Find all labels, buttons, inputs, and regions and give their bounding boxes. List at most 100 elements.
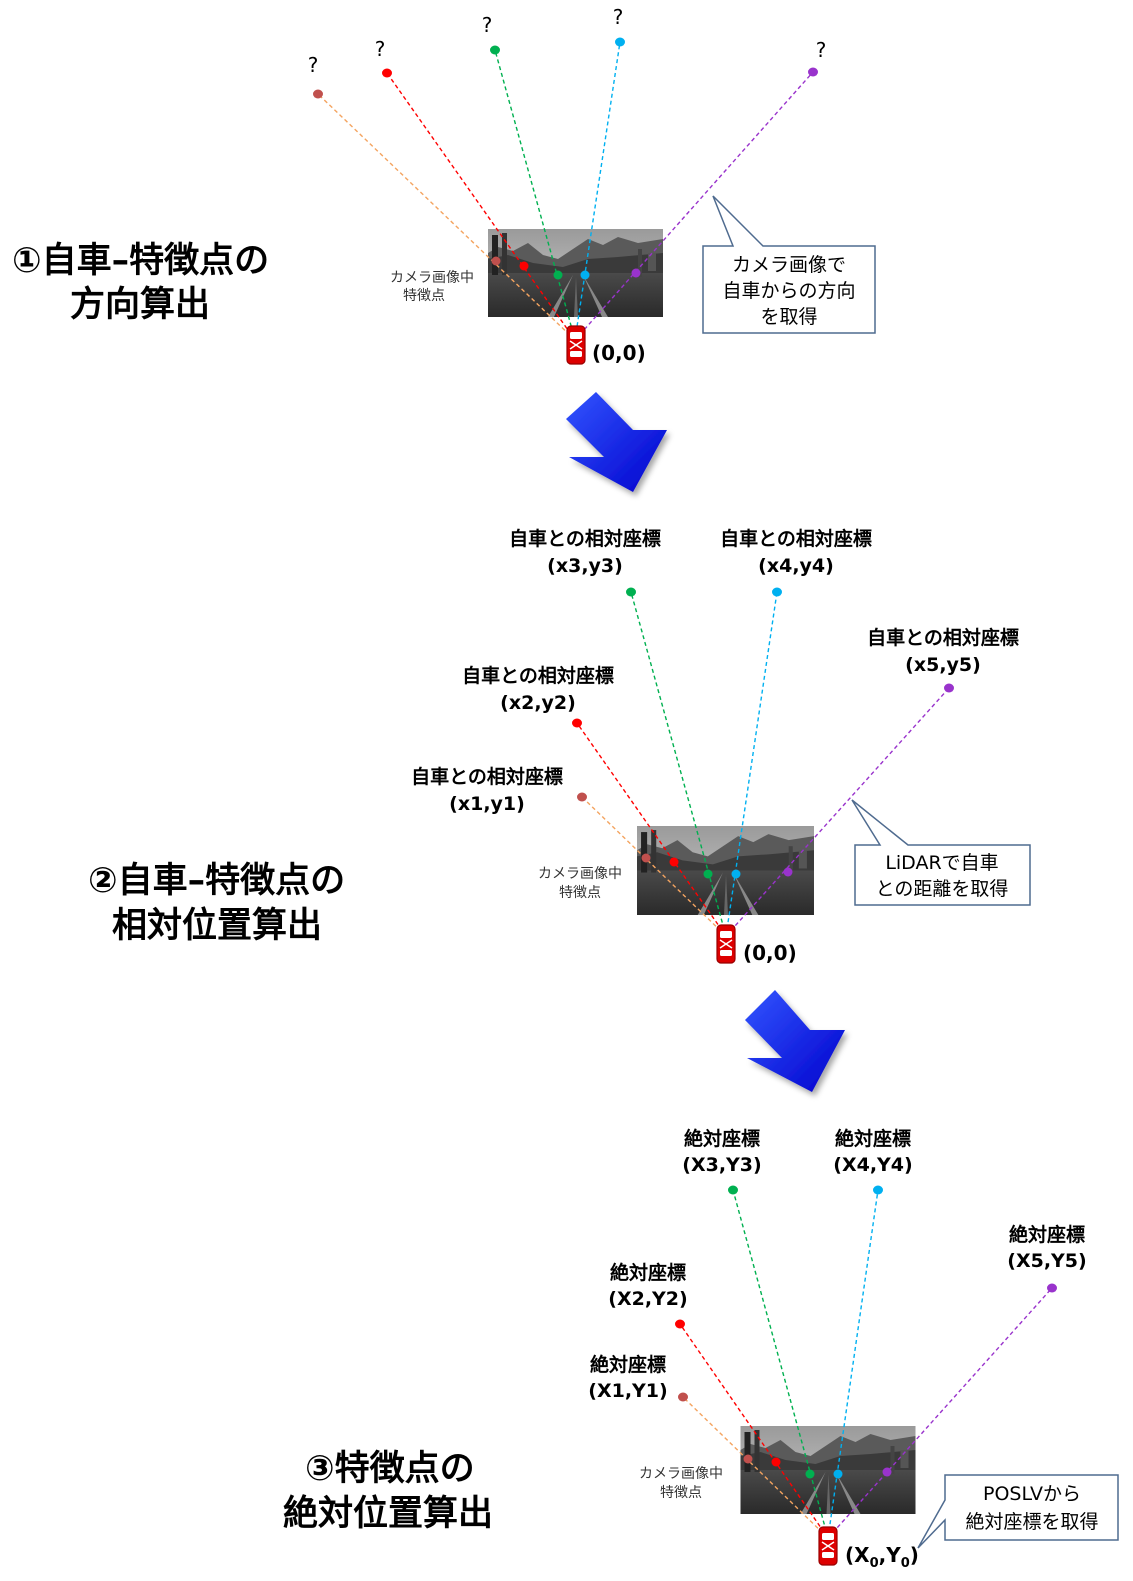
step2-point-5-label-line1: 自車との相対座標 bbox=[867, 626, 1019, 649]
step2-callout-line1: LiDARで自車 bbox=[885, 852, 998, 874]
step3-origin-sub1: 0 bbox=[901, 1556, 910, 1571]
step3-title-line2: 絶対位置算出 bbox=[283, 1493, 493, 1534]
step3-ray-2 bbox=[679, 1323, 829, 1539]
step1-camera-label-line2: 特徴点 bbox=[403, 288, 445, 304]
step1-point-1-label: ? bbox=[308, 53, 319, 77]
step1-ray-3 bbox=[494, 49, 576, 341]
step1-point-2 bbox=[382, 68, 392, 78]
step1-title-line2: 方向算出 bbox=[70, 285, 210, 325]
step3-image-point-2 bbox=[771, 1457, 781, 1467]
step2-callout-line2: との距離を取得 bbox=[876, 878, 1009, 900]
step3-ray-1 bbox=[682, 1396, 829, 1539]
step2-ray-3 bbox=[630, 591, 727, 937]
step3-point-4-label-line1: 絶対座標 bbox=[835, 1127, 911, 1150]
step2-point-4 bbox=[772, 587, 782, 597]
step1-camera-label-line1: カメラ画像中 bbox=[390, 270, 474, 286]
step1-car-icon bbox=[566, 325, 586, 365]
step2-origin-label: (0,0) bbox=[743, 941, 797, 965]
step2-point-3 bbox=[626, 587, 636, 597]
step3-point-3-label-line2: (X3,Y3) bbox=[682, 1154, 761, 1176]
step1-title-line1: ①自車–特徴点の bbox=[12, 241, 269, 281]
step2-point-5 bbox=[944, 683, 954, 693]
step3-origin-label: (X0,Y0) bbox=[845, 1543, 919, 1571]
step3-ray-4 bbox=[827, 1189, 879, 1539]
step1-point-4 bbox=[615, 37, 625, 47]
step3-callout-line2: 絶対座標を取得 bbox=[965, 1511, 1098, 1533]
step1-point-3-label: ? bbox=[482, 13, 493, 37]
step2-ray-4 bbox=[725, 591, 778, 937]
step3-point-2-label-line2: (X2,Y2) bbox=[608, 1288, 687, 1310]
step1-callout-line3: を取得 bbox=[760, 306, 817, 328]
step3-image-point-4 bbox=[833, 1469, 843, 1479]
flow-arrow-2 bbox=[745, 990, 845, 1092]
step1-callout-line1: カメラ画像で bbox=[732, 254, 846, 276]
step2-image-point-3 bbox=[703, 869, 713, 879]
step1-point-5 bbox=[808, 67, 818, 77]
step3-point-1-label-line2: (X1,Y1) bbox=[588, 1380, 667, 1402]
step1-group: ①自車–特徴点の 方向算出 カメラ画像中 特徴点 ? ? ? ? ? (0,0)… bbox=[12, 5, 876, 365]
step1-ray-4 bbox=[574, 41, 621, 341]
step3-point-5-label-line1: 絶対座標 bbox=[1009, 1223, 1085, 1246]
step2-title-line1: ②自車–特徴点の bbox=[88, 861, 345, 901]
step2-image-point-2 bbox=[669, 857, 679, 867]
step3-group: ③特徴点の 絶対位置算出 カメラ画像中 特徴点 絶対座標 (X1,Y1) 絶対座… bbox=[283, 1127, 1119, 1571]
step3-point-5 bbox=[1047, 1283, 1057, 1293]
step2-ray-1 bbox=[581, 796, 727, 937]
step2-ray-2 bbox=[576, 722, 727, 937]
step1-image-point-1 bbox=[491, 256, 501, 266]
step1-point-2-label: ? bbox=[375, 37, 386, 61]
step2-point-2-label-line1: 自車との相対座標 bbox=[462, 664, 614, 687]
step1-point-1 bbox=[313, 89, 323, 99]
step3-origin-sub0: 0 bbox=[870, 1556, 879, 1571]
step3-image-point-1 bbox=[743, 1454, 753, 1464]
step3-origin-part1: (X bbox=[845, 1543, 870, 1567]
step3-callout-line1: POSLVから bbox=[983, 1483, 1081, 1505]
step2-point-2-label-line2: (x2,y2) bbox=[500, 692, 576, 714]
step3-origin-part2: ,Y bbox=[879, 1543, 902, 1567]
step2-camera-label-line1: カメラ画像中 bbox=[538, 866, 622, 882]
step1-image-point-5 bbox=[631, 268, 641, 278]
step2-point-2 bbox=[572, 718, 582, 728]
step1-callout bbox=[702, 195, 876, 334]
step3-image-point-3 bbox=[805, 1469, 815, 1479]
step3-point-2 bbox=[675, 1319, 685, 1329]
step3-camera-label-line2: 特徴点 bbox=[660, 1485, 702, 1501]
step3-point-2-label-line1: 絶対座標 bbox=[610, 1261, 686, 1284]
step3-point-4 bbox=[873, 1185, 883, 1195]
step1-image-point-2 bbox=[519, 261, 529, 271]
step1-origin-label: (0,0) bbox=[592, 341, 646, 365]
step2-title-line2: 相対位置算出 bbox=[112, 906, 322, 946]
step1-ray-1 bbox=[317, 93, 576, 341]
step2-car-icon bbox=[716, 924, 736, 964]
step2-image-point-5 bbox=[783, 867, 793, 877]
step3-point-4-label-line2: (X4,Y4) bbox=[833, 1154, 912, 1176]
step1-point-5-label: ? bbox=[816, 38, 827, 62]
step3-image-point-5 bbox=[882, 1467, 892, 1477]
step2-point-1 bbox=[577, 792, 587, 802]
step2-point-1-label-line2: (x1,y1) bbox=[449, 793, 525, 815]
step3-title-line1: ③特徴点の bbox=[305, 1449, 475, 1489]
step2-point-3-label-line2: (x3,y3) bbox=[547, 555, 623, 577]
step3-car-icon bbox=[818, 1526, 838, 1566]
step1-image-point-4 bbox=[580, 270, 590, 280]
step2-point-4-label-line2: (x4,y4) bbox=[758, 555, 834, 577]
step2-callout bbox=[851, 799, 1031, 906]
step2-point-4-label-line1: 自車との相対座標 bbox=[720, 527, 872, 550]
step1-image-point-3 bbox=[553, 270, 563, 280]
step3-callout bbox=[917, 1474, 1119, 1549]
step2-point-1-label-line1: 自車との相対座標 bbox=[411, 765, 563, 788]
step2-group: ②自車–特徴点の 相対位置算出 カメラ画像中 特徴点 自車との相対座標 (x1,… bbox=[88, 527, 1031, 965]
step1-point-3 bbox=[490, 45, 500, 55]
step3-point-1 bbox=[678, 1392, 688, 1402]
step2-camera-label-line2: 特徴点 bbox=[559, 885, 601, 901]
step2-point-3-label-line1: 自車との相対座標 bbox=[509, 527, 661, 550]
step3-point-5-label-line2: (X5,Y5) bbox=[1007, 1250, 1086, 1272]
step3-point-1-label-line1: 絶対座標 bbox=[590, 1353, 666, 1376]
step3-point-3-label-line1: 絶対座標 bbox=[684, 1127, 760, 1150]
step1-point-4-label: ? bbox=[613, 5, 624, 29]
flow-arrow-1 bbox=[566, 392, 667, 492]
step2-image-point-1 bbox=[641, 853, 651, 863]
step1-ray-5 bbox=[574, 71, 814, 341]
